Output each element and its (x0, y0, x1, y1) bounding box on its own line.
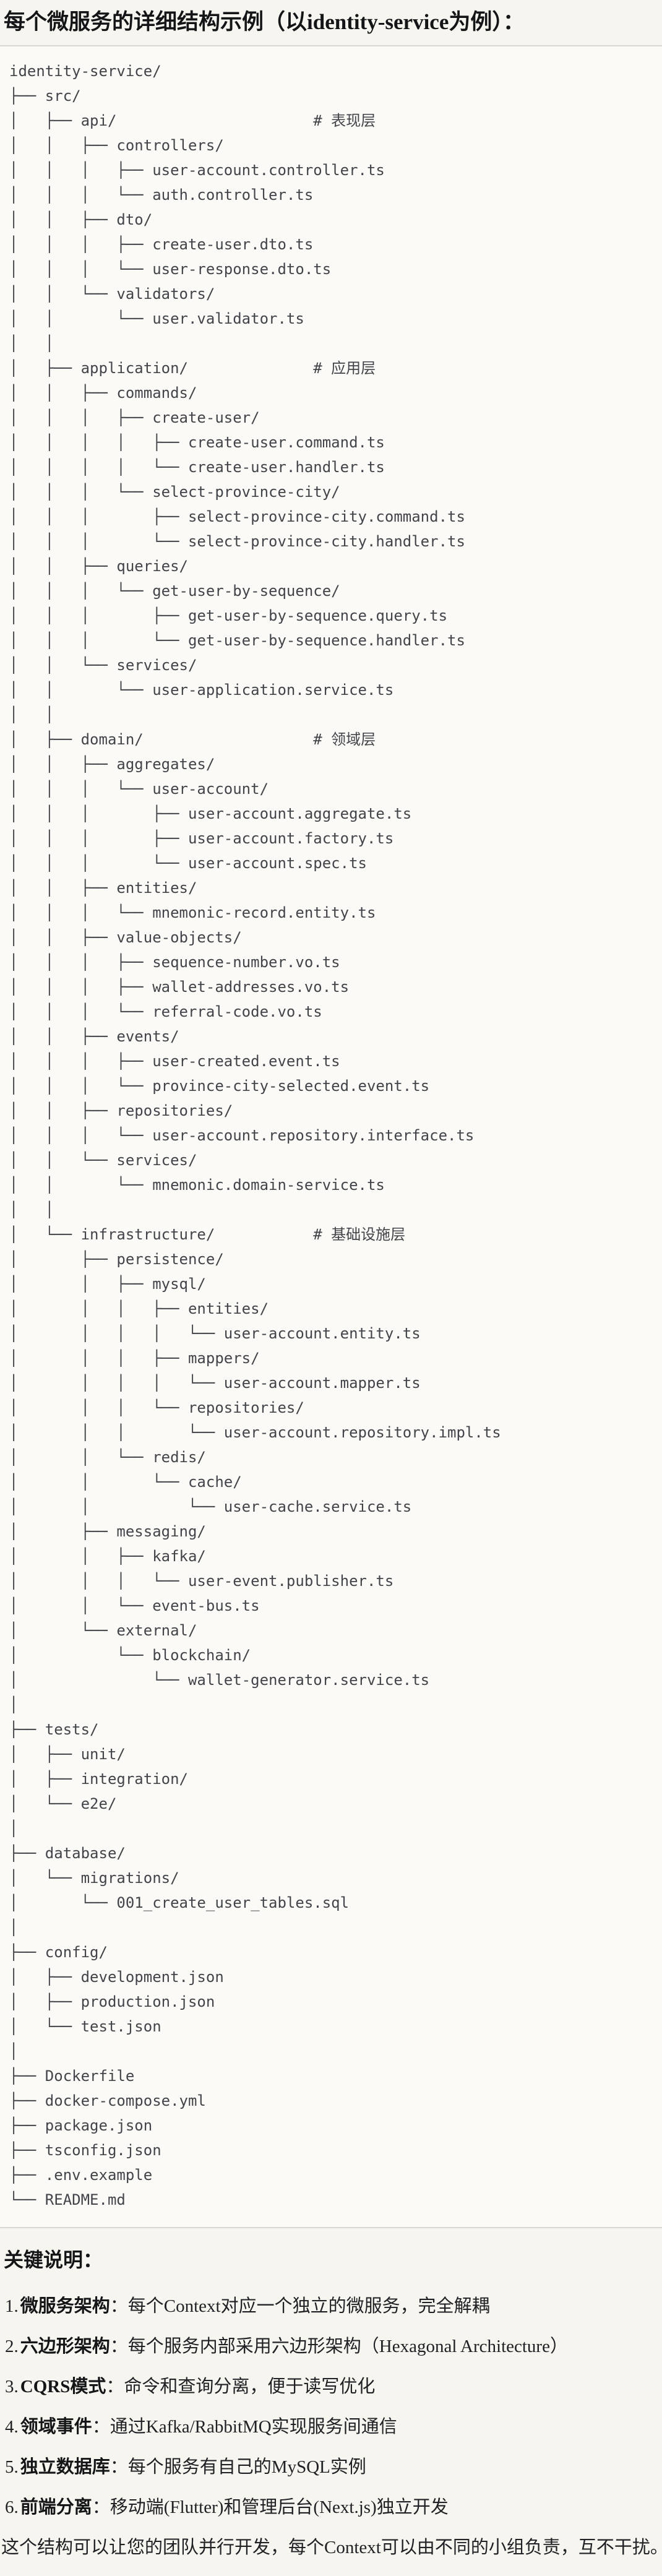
note-item-colon: ： (110, 2296, 128, 2317)
note-item-colon: ： (92, 2497, 110, 2518)
note-item: 6.前端分离：移动端(Flutter)和管理后台(Next.js)独立开发 (5, 2494, 662, 2521)
note-item-number: 1. (5, 2296, 19, 2317)
note-item: 2.六边形架构：每个服务内部采用六边形架构（Hexagonal Architec… (5, 2333, 662, 2360)
directory-tree: identity-service/ ├── src/ │ ├── api/ # … (9, 62, 501, 2209)
note-item-colon: ： (110, 2457, 128, 2478)
note-item-label: 独立数据库 (20, 2457, 110, 2478)
note-item-text: 命令和查询分离，便于读写优化 (124, 2377, 376, 2397)
note-item-text: 每个服务有自己的MySQL实例 (127, 2457, 366, 2478)
note-item-number: 3. (5, 2377, 19, 2397)
note-item-colon: ： (106, 2377, 124, 2397)
note-item-label: 前端分离 (20, 2497, 92, 2518)
note-item-label: 微服务架构 (20, 2296, 110, 2317)
note-item-colon: ： (92, 2417, 110, 2437)
note-item-number: 2. (5, 2337, 19, 2357)
page-title: 每个微服务的详细结构示例（以identity-service为例）： (4, 10, 525, 34)
note-item-label: 领域事件 (20, 2417, 92, 2437)
note-item-colon: ： (110, 2337, 128, 2357)
note-item-text: 移动端(Flutter)和管理后台(Next.js)独立开发 (110, 2497, 449, 2518)
summary-paragraph: 这个结构可以让您的团队并行开发，每个Context可以由不同的小组负责，互不干扰… (1, 2538, 662, 2558)
note-item-text: 每个Context对应一个独立的微服务，完全解耦 (127, 2296, 490, 2317)
note-item: 3.CQRS模式：命令和查询分离，便于读写优化 (5, 2373, 662, 2400)
notes-heading: 关键说明： (4, 2249, 103, 2272)
directory-tree-code-block: identity-service/ ├── src/ │ ├── api/ # … (0, 45, 662, 2229)
note-item-number: 5. (5, 2457, 19, 2478)
note-item: 4.领域事件：通过Kafka/RabbitMQ实现服务间通信 (5, 2413, 662, 2440)
note-item-text: 通过Kafka/RabbitMQ实现服务间通信 (110, 2417, 397, 2437)
note-item-number: 6. (5, 2497, 19, 2518)
note-item: 1.微服务架构：每个Context对应一个独立的微服务，完全解耦 (5, 2293, 662, 2320)
note-item-label: 六边形架构 (20, 2337, 110, 2357)
note-item-number: 4. (5, 2417, 19, 2437)
note-item-text: 每个服务内部采用六边形架构（Hexagonal Architecture） (127, 2337, 568, 2357)
note-item-label: CQRS模式 (20, 2377, 106, 2397)
note-item: 5.独立数据库：每个服务有自己的MySQL实例 (5, 2453, 662, 2481)
